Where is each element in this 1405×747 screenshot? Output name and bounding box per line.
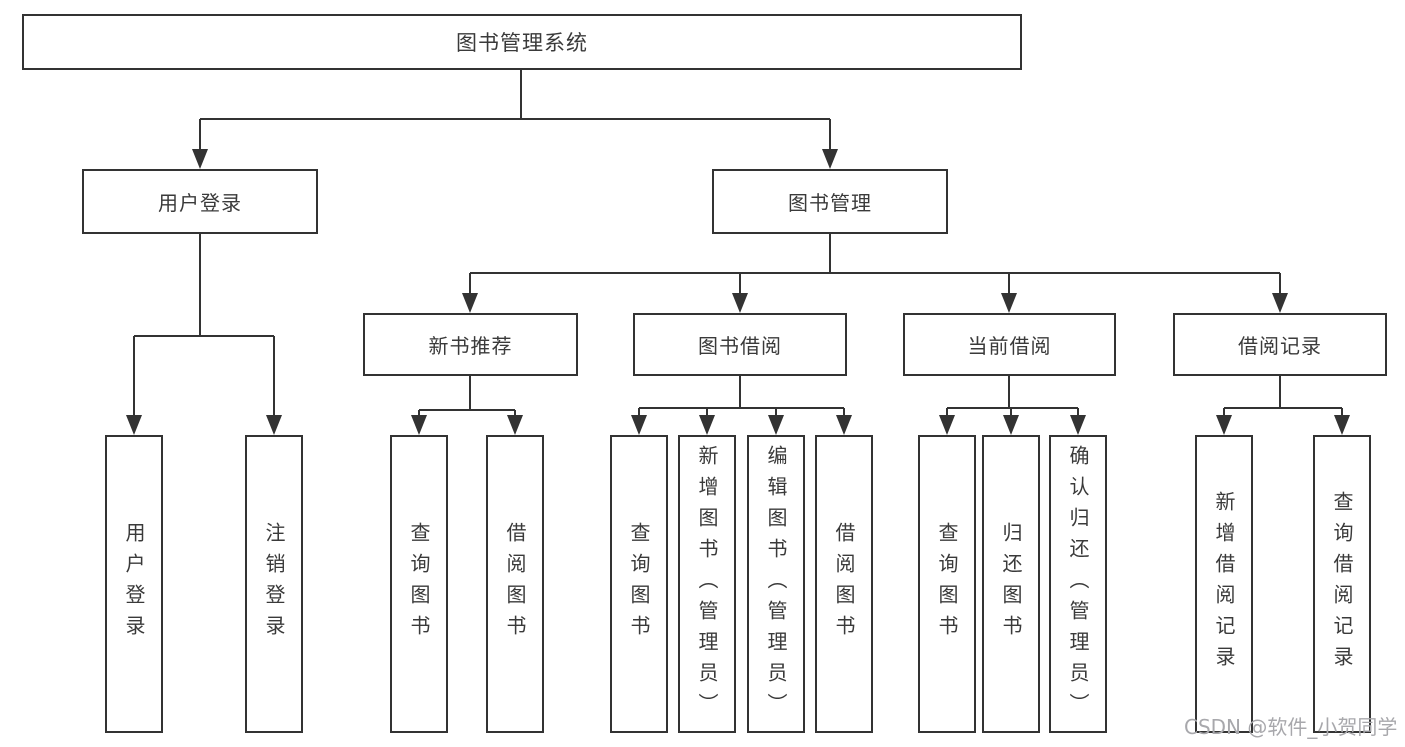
leaf-query-books-recommend: 查询图书 — [390, 435, 448, 733]
arrowheads — [126, 149, 1350, 435]
leaf-query-borrow-record: 查询借阅记录 — [1313, 435, 1371, 733]
node-user-login: 用户登录 — [82, 169, 318, 234]
node-new-book-recommendation: 新书推荐 — [363, 313, 578, 376]
leaf-user-login: 用户登录 — [105, 435, 163, 733]
node-book-management: 图书管理 — [712, 169, 948, 234]
node-current-borrowing: 当前借阅 — [903, 313, 1116, 376]
leaf-borrow-books-recommend: 借阅图书 — [486, 435, 544, 733]
leaf-add-book-admin: 新增图书（管理员） — [678, 435, 736, 733]
node-borrowing-records: 借阅记录 — [1173, 313, 1387, 376]
leaf-borrow-books: 借阅图书 — [815, 435, 873, 733]
csdn-watermark: CSDN @软件_小贺同学 — [1184, 715, 1398, 739]
leaf-confirm-return-admin: 确认归还（管理员） — [1049, 435, 1107, 733]
leaf-edit-book-admin: 编辑图书（管理员） — [747, 435, 805, 733]
tree-edges — [133, 70, 1343, 417]
node-book-borrowing: 图书借阅 — [633, 313, 847, 376]
node-root: 图书管理系统 — [22, 14, 1022, 70]
leaf-query-books-borrowing: 查询图书 — [610, 435, 668, 733]
leaf-return-books: 归还图书 — [982, 435, 1040, 733]
leaf-logout: 注销登录 — [245, 435, 303, 733]
leaf-query-books-current: 查询图书 — [918, 435, 976, 733]
leaf-add-borrow-record: 新增借阅记录 — [1195, 435, 1253, 733]
